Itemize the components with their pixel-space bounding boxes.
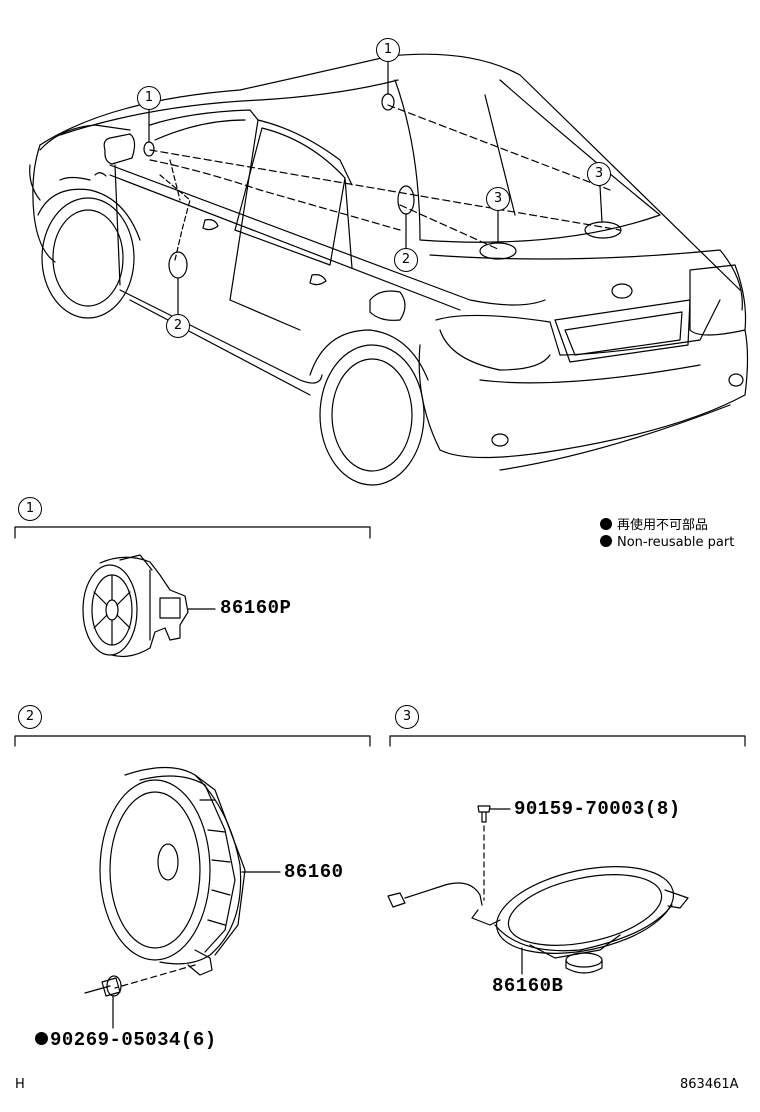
- tweeter-86160P-drawing: [82, 554, 216, 658]
- footer-illustration-number: 863461A: [680, 1077, 739, 1092]
- section-1-label: 1: [18, 497, 42, 521]
- legend-en-text: Non-reusable part: [617, 535, 735, 550]
- non-reusable-dot-icon: [600, 535, 612, 547]
- callout-1-front: 1: [137, 86, 161, 110]
- legend-jp: 再使用不可部品: [600, 514, 708, 533]
- footer-left: H: [15, 1077, 25, 1092]
- non-reusable-dot-icon: [35, 1032, 48, 1045]
- part-number-86160B: 86160B: [492, 975, 564, 997]
- legend-en: Non-reusable part: [600, 535, 734, 550]
- section-2-label: 2: [18, 705, 42, 729]
- callout-2-front-door: 2: [166, 314, 190, 338]
- part-number-90159-70003: 90159-70003(8): [514, 798, 681, 820]
- speaker-86160B-drawing: [387, 805, 689, 975]
- section-separators: [14, 526, 746, 747]
- callout-2-rear-door: 2: [394, 248, 418, 272]
- section-3-label: 3: [395, 705, 419, 729]
- part-number-90269-05034: 90269-05034(6): [35, 1029, 217, 1051]
- fastener-number: 90269-05034(6): [50, 1029, 217, 1051]
- speaker-86160-drawing: [84, 766, 281, 1029]
- callout-leaders: [148, 59, 603, 315]
- callout-3-right: 3: [587, 162, 611, 186]
- callout-1-top: 1: [376, 38, 400, 62]
- non-reusable-dot-icon: [600, 518, 612, 530]
- callout-3-left: 3: [486, 187, 510, 211]
- part-number-86160P: 86160P: [220, 597, 292, 619]
- part-number-86160: 86160: [284, 861, 344, 883]
- legend-jp-text: 再使用不可部品: [617, 518, 709, 533]
- car-illustration: [29, 53, 749, 486]
- phantom-lines: [149, 104, 621, 251]
